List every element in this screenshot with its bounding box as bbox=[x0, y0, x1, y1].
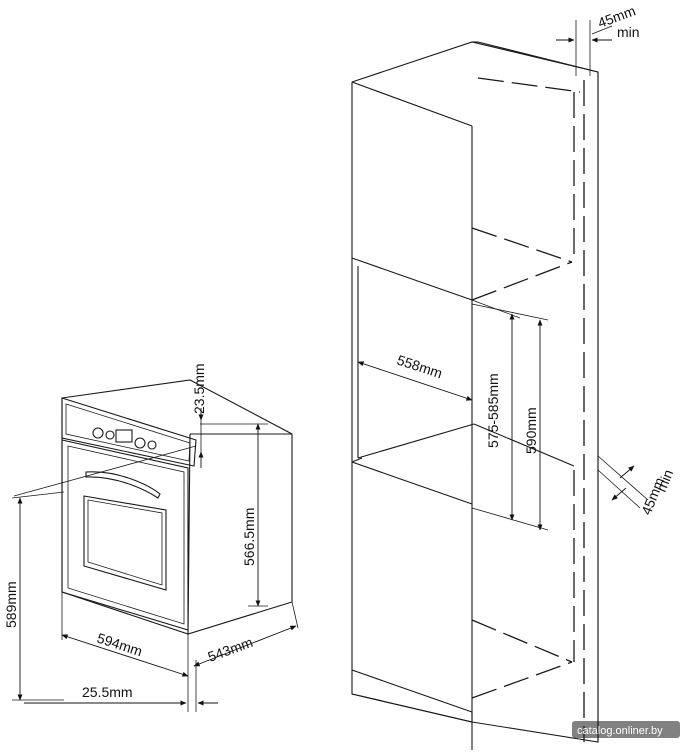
dim-top-gap-suffix: min bbox=[617, 24, 640, 40]
oven-door bbox=[61, 439, 189, 631]
dim-body-height: 566.5mm bbox=[241, 508, 257, 566]
oven-handle bbox=[85, 471, 161, 499]
dim-side-gap-suffix: min bbox=[653, 467, 676, 494]
oven-window bbox=[83, 495, 167, 591]
control-knobs bbox=[92, 427, 157, 450]
dim-oven-width: 594mm bbox=[95, 630, 144, 660]
watermark-text: catalog.onliner.by bbox=[577, 725, 663, 737]
lower-cabinet bbox=[351, 462, 473, 723]
dim-front-offset: 25.5mm bbox=[82, 684, 133, 700]
oven-dimensions bbox=[11, 408, 299, 712]
dim-oven-depth: 543mm bbox=[206, 634, 255, 665]
dim-niche-height-alt: 590mm bbox=[523, 407, 539, 454]
oven-body-outline bbox=[61, 379, 293, 635]
cabinet-drawing bbox=[351, 41, 599, 750]
upper-cabinet bbox=[351, 41, 599, 743]
cabinet-dimensions bbox=[357, 20, 649, 531]
oven-niche bbox=[351, 258, 473, 505]
watermark: catalog.onliner.by bbox=[572, 721, 680, 738]
dim-oven-height: 589mm bbox=[3, 581, 19, 628]
dim-panel-thickness: 23.5mm bbox=[191, 363, 207, 414]
dim-niche-height: 575-585mm bbox=[485, 373, 501, 448]
oven-drawing bbox=[61, 379, 293, 635]
control-panel bbox=[61, 397, 197, 467]
